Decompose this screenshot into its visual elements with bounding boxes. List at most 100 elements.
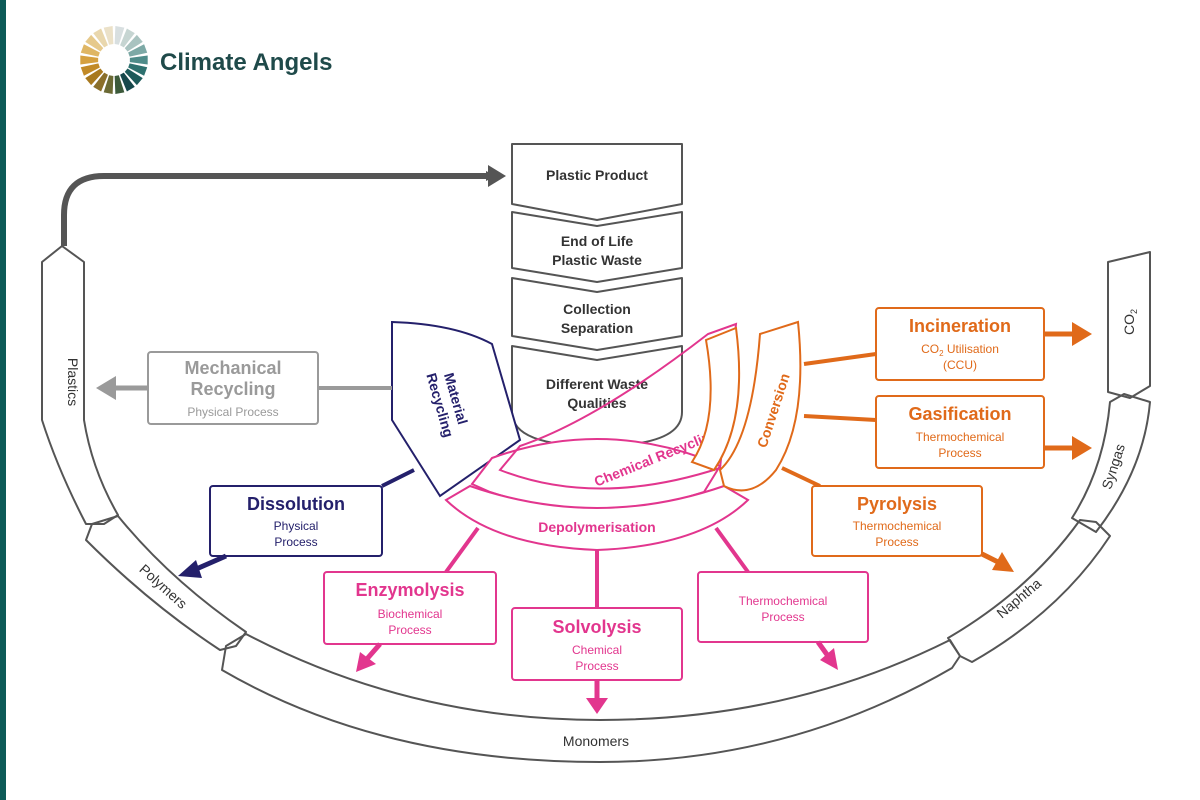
plastics-label: Plastics <box>65 358 81 406</box>
waste-qualities-label-1: Different Waste <box>546 376 648 392</box>
thermochemical-depoly-subtitle-2: Process <box>761 610 804 624</box>
outer-arc <box>41 245 1151 763</box>
left-accent-bar <box>0 0 6 800</box>
solvolysis-title: Solvolysis <box>552 617 641 637</box>
monomers-label: Monomers <box>563 733 629 749</box>
polymers-segment <box>85 515 247 651</box>
logo-segment <box>120 28 135 48</box>
conversion-inner-band <box>690 326 741 472</box>
solvolysis-subtitle-2: Process <box>575 659 618 673</box>
gasification-box <box>875 395 1045 469</box>
central-stack-labels: Plastic Product End of Life Plastic Wast… <box>546 167 648 411</box>
naphtha-label: Naphtha <box>993 575 1044 621</box>
pyrolysis-box <box>811 485 983 557</box>
mechanical-arrowhead-icon <box>96 376 116 400</box>
pyrolysis-subtitle-1: Thermochemical <box>853 519 942 533</box>
enzymolysis-subtitle-2: Process <box>388 623 431 637</box>
logo-segment <box>103 75 114 94</box>
dissolution-connector <box>381 468 415 488</box>
logo-segment <box>120 72 135 92</box>
dissolution-subtitle-2: Process <box>274 535 317 549</box>
logo-ring-icon <box>80 26 148 94</box>
pyrolysis-arrow <box>980 551 1000 565</box>
co2-label: CO2 <box>1121 309 1139 335</box>
conversion-band <box>718 320 802 492</box>
solvolysis-subtitle-1: Chemical <box>572 643 622 657</box>
gasification-subtitle-1: Thermochemical <box>916 430 1005 444</box>
loop-arrow <box>61 171 496 246</box>
pyrolysis-arrowhead-icon <box>992 552 1014 572</box>
pyrolysis-connector <box>781 466 821 488</box>
enzymolysis-subtitle-1: Biochemical <box>378 607 443 621</box>
logo-segment <box>103 26 114 45</box>
thermochemical-arrowhead-icon <box>820 648 838 670</box>
end-of-life-label-1: End of Life <box>561 233 634 249</box>
enzymolysis-box <box>323 571 497 645</box>
plastic-product-box <box>511 143 683 221</box>
material-recycling-band <box>391 320 522 498</box>
enzymolysis-title: Enzymolysis <box>355 580 464 600</box>
plastic-product-label: Plastic Product <box>546 167 648 183</box>
logo-segment <box>114 26 125 45</box>
enzymolysis-connector <box>444 526 480 574</box>
plastics-segment <box>41 245 119 525</box>
incineration-arrowhead-icon <box>1072 322 1092 346</box>
logo-segment <box>124 34 143 52</box>
mechanical-title-2: Recycling <box>190 379 275 399</box>
brand-name: Climate Angels <box>160 49 333 76</box>
logo-segment <box>124 68 143 86</box>
mechanical-subtitle: Physical Process <box>187 405 278 419</box>
waste-qualities-label-2: Qualities <box>567 395 626 411</box>
logo-segment <box>85 34 104 52</box>
logo-segment <box>80 63 100 76</box>
solvolysis-arrowhead-icon <box>586 698 608 714</box>
mechanical-title-1: Mechanical <box>184 358 281 378</box>
dissolution-arrowhead-icon <box>178 560 202 578</box>
gasification-title: Gasification <box>908 404 1011 424</box>
thermochemical-arrow <box>815 640 831 658</box>
incineration-ccu-line: CO2 Utilisation <box>921 342 999 358</box>
dissolution-title: Dissolution <box>247 494 345 514</box>
pyrolysis-subtitle-2: Process <box>875 535 918 549</box>
depolymerisation-band <box>444 484 750 552</box>
naphtha-segment <box>947 519 1111 663</box>
incineration-title: Incineration <box>909 316 1011 336</box>
pyrolysis-title: Pyrolysis <box>857 494 937 514</box>
brand-logo: Climate Angels <box>80 26 333 94</box>
central-stack <box>511 143 683 447</box>
enzymolysis-arrowhead-icon <box>356 652 376 672</box>
logo-segment <box>93 72 108 92</box>
co2-segment <box>1107 251 1151 399</box>
thermochemical-connector <box>714 526 750 574</box>
dissolution-subtitle-1: Physical <box>274 519 319 533</box>
gasification-subtitle-2: Process <box>938 446 981 460</box>
logo-segment <box>80 44 100 57</box>
logo-segment <box>129 55 148 65</box>
polymers-label: Polymers <box>136 561 190 612</box>
collection-label-2: Separation <box>561 320 633 336</box>
incineration-box <box>875 307 1045 381</box>
syngas-segment <box>1071 393 1151 533</box>
logo-segment <box>85 68 104 86</box>
gasification-connector <box>803 414 877 422</box>
dissolution-box <box>209 485 383 557</box>
depolymerisation-label: Depolymerisation <box>538 519 655 535</box>
dissolution-arrow <box>192 553 228 573</box>
end-of-life-label-2: Plastic Waste <box>552 252 642 268</box>
end-of-life-box <box>511 211 683 283</box>
logo-segment <box>114 75 125 94</box>
logo-segment <box>128 44 148 57</box>
incineration-connector <box>803 352 877 366</box>
collection-box <box>511 277 683 351</box>
logo-segment <box>128 63 148 76</box>
logo-segment <box>80 55 99 65</box>
enzymolysis-arrow <box>364 642 382 662</box>
logo-segment <box>93 28 108 48</box>
incineration-ccu: (CCU) <box>943 358 977 372</box>
thermochemical-depoly-subtitle-1: Thermochemical <box>739 594 828 608</box>
gasification-arrowhead-icon <box>1072 436 1092 460</box>
thermochemical-depoly-box <box>697 571 869 643</box>
collection-label-1: Collection <box>563 301 631 317</box>
